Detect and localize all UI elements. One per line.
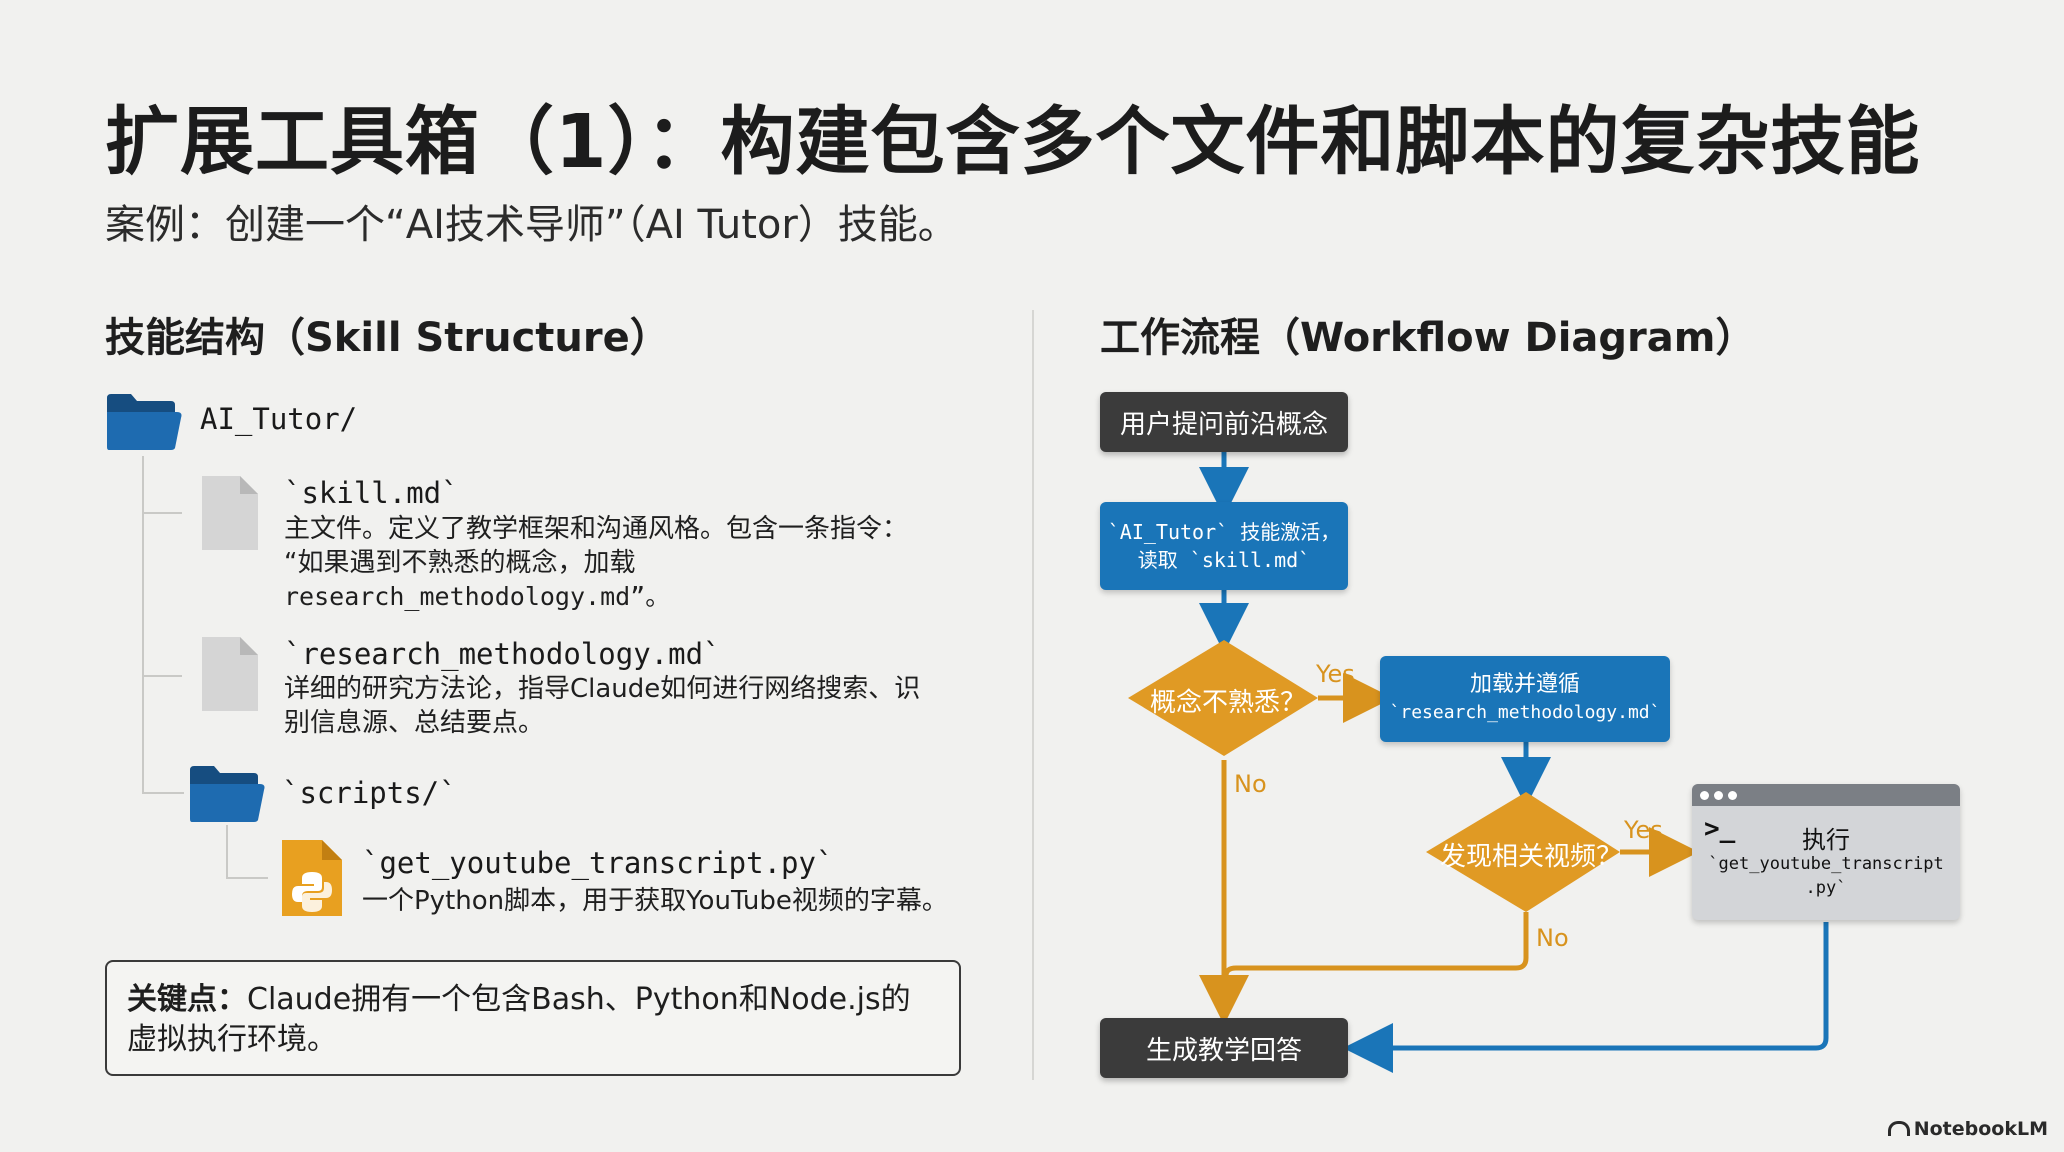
workflow-heading: 工作流程（Workflow Diagram） <box>1100 315 1756 361</box>
terminal-prompt-icon: >_ <box>1704 814 1736 844</box>
end-node: 生成教学回答 <box>1100 1018 1348 1078</box>
terminal-title-bar <box>1692 784 1960 806</box>
research-file-description: 详细的研究方法论，指导Claude如何进行网络搜索、识 别信息源、总结要点。 <box>284 674 921 738</box>
tree-line-scripts <box>142 792 184 794</box>
file-icon <box>202 476 258 550</box>
decision1-label: 概念不熟悉？ <box>1150 688 1307 718</box>
script-file-name: `get_youtube_transcript.py` <box>362 846 834 880</box>
tree-line-script-v <box>226 825 228 877</box>
folder-icon <box>190 766 265 822</box>
execute-script-line2: .py` <box>1805 878 1847 898</box>
key-point-box: 关键点：Claude拥有一个包含Bash、Python和Node.js的虚拟执行… <box>105 960 961 1076</box>
execute-script-line1: `get_youtube_transcript <box>1708 854 1944 874</box>
notebooklm-watermark: NotebookLM <box>1887 1118 2048 1140</box>
decision1-diamond <box>1128 640 1318 756</box>
tree-line-script-h <box>226 877 268 879</box>
notebooklm-logo-icon <box>1887 1121 1910 1136</box>
skill-structure-heading: 技能结构（Skill Structure） <box>105 315 670 361</box>
skill-file-description: 主文件。定义了教学框架和沟通风格。包含一条指令： “如果遇到不熟悉的概念，加载 … <box>284 514 909 611</box>
arrow-execute-to-end <box>1343 922 1829 1073</box>
script-file-description: 一个Python脚本，用于获取YouTube视频的字幕。 <box>362 886 948 916</box>
file-icon <box>202 637 258 711</box>
key-point-label: 关键点： <box>127 982 247 1017</box>
scripts-folder-name: `scripts/` <box>282 776 457 810</box>
decision1-no-label: No <box>1234 770 1267 798</box>
execute-node: >_ 执行 `get_youtube_transcript .py` <box>1692 784 1960 920</box>
root-folder-name: AI_Tutor/ <box>200 402 358 436</box>
tree-line-research <box>142 675 182 677</box>
decision1-yes-label: Yes <box>1316 660 1355 688</box>
start-node: 用户提问前沿概念 <box>1100 392 1348 452</box>
decision2-label: 发现相关视频？ <box>1440 842 1623 872</box>
decision2-diamond <box>1426 792 1620 912</box>
load-node: 加载并遵循 `research_methodology.md` <box>1380 656 1670 742</box>
section-divider <box>1032 310 1034 1080</box>
decision2-no-label: No <box>1536 924 1569 952</box>
tree-line-main <box>142 456 144 792</box>
skill-file-name: `skill.md` <box>284 476 459 510</box>
decision2-yes-label: Yes <box>1624 816 1663 844</box>
key-point-text: Claude拥有一个包含Bash、Python和Node.js的虚拟执行环境。 <box>127 982 911 1057</box>
tree-line-skill <box>142 512 182 514</box>
activate-node: `AI_Tutor` 技能激活， 读取 `skill.md` <box>1100 502 1348 590</box>
research-file-name: `research_methodology.md` <box>284 637 721 671</box>
execute-label: 执行 <box>1802 826 1850 854</box>
folder-icon <box>107 394 182 450</box>
arrow-decision2-no <box>1223 912 1529 977</box>
page-title: 扩展工具箱（1）：构建包含多个文件和脚本的复杂技能 <box>105 99 1921 185</box>
page-subtitle: 案例：创建一个“AI技术导师”（AI Tutor）技能。 <box>105 202 958 248</box>
python-file-icon <box>282 840 342 916</box>
